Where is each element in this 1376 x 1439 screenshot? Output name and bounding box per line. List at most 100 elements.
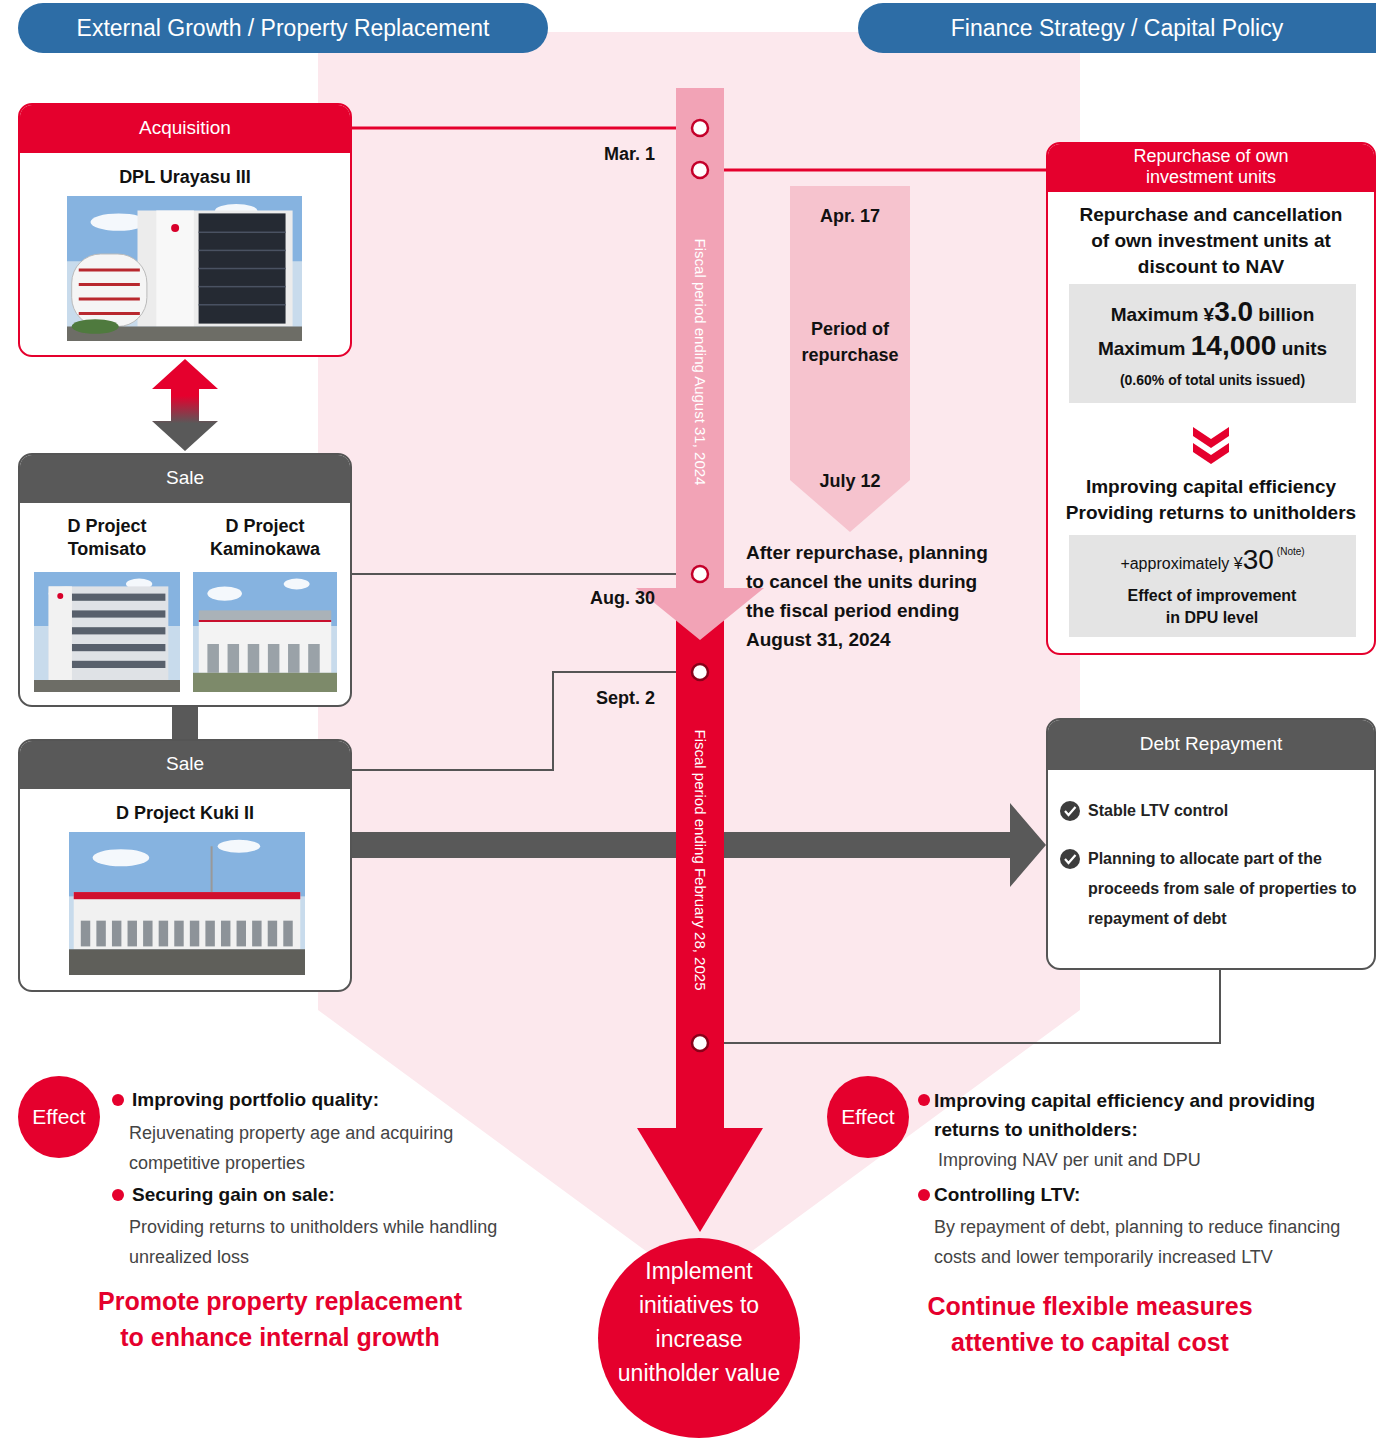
timeline-link (724, 970, 1220, 1043)
timeline-dot (692, 664, 708, 680)
property-name: DPL Urayasu III (20, 165, 350, 189)
box-heading: Acquisition (20, 116, 350, 140)
box-heading: Sale (20, 752, 350, 776)
limit-box: Maximum ¥3.0 billionMaximum 14,000 units… (1069, 284, 1356, 403)
timeline-dot (692, 1035, 708, 1051)
period-arrow-shape (790, 186, 910, 532)
header-text: Finance Strategy / Capital Policy (858, 14, 1376, 42)
repurchase-box: Repurchase of own investment unitsRepurc… (1046, 142, 1376, 655)
cloud (93, 849, 150, 866)
acquisition-box: AcquisitionDPL Urayasu III (18, 103, 352, 357)
repurchase-period-arrow: Apr. 17Period of repurchaseJuly 12 (790, 186, 910, 532)
header-text: External Growth / Property Replacement (18, 14, 548, 42)
effect-text: By repayment of debt, planning to reduce… (934, 1212, 1372, 1272)
effect-heading: Improving capital efficiency and providi… (934, 1086, 1372, 1144)
tree (72, 319, 119, 334)
effect-text: Improving NAV per unit and DPU (938, 1147, 1201, 1173)
cloud (218, 840, 260, 853)
door (96, 921, 105, 947)
check-icon (1060, 849, 1080, 869)
effect-heading: Improving portfolio quality: (132, 1088, 379, 1112)
floor-line (199, 286, 286, 288)
floor-line (199, 250, 286, 252)
effect-badge: Effect (18, 1076, 100, 1158)
floor-line (199, 232, 286, 234)
door (308, 644, 320, 673)
text-part: billion (1253, 304, 1314, 325)
door (112, 921, 121, 947)
timeline-period: Fiscal period ending February 28, 2025 (676, 595, 724, 1128)
door (174, 921, 183, 947)
dpu-effect: +approximately ¥30 (1120, 543, 1273, 581)
effect-heading: Securing gain on sale: (132, 1183, 335, 1207)
section-header: External Growth / Property Replacement (18, 3, 548, 53)
door (205, 921, 214, 947)
timeline-link (724, 169, 1046, 172)
check-item: Planning to allocate part of the proceed… (1088, 844, 1370, 934)
timeline-dot (692, 120, 708, 136)
ground (69, 949, 305, 975)
red-line (199, 620, 331, 622)
door (252, 921, 261, 947)
limit-units: Maximum 14,000 units (1069, 330, 1356, 365)
text-part: Maximum ¥ (1111, 304, 1214, 325)
chevron-down (1193, 427, 1229, 448)
text-part: units (1276, 338, 1327, 359)
text-part: 3.0 (1214, 296, 1253, 327)
note-text: After repurchase, planning to cancel the… (746, 538, 1001, 654)
photo (34, 572, 180, 692)
floor-line (199, 268, 286, 270)
debt-box: Debt RepaymentStable LTV controlPlanning… (1046, 718, 1376, 970)
replacement-arrow (152, 359, 218, 451)
date: Apr. 17 (790, 204, 910, 228)
cloud (207, 586, 242, 600)
sky (193, 572, 337, 692)
logo (171, 224, 179, 232)
check-mark (1065, 807, 1076, 815)
roof (199, 610, 331, 620)
bullet (112, 1189, 124, 1201)
timeline-link (352, 127, 676, 130)
date: July 12 (790, 470, 910, 492)
badge-text: Effect (827, 1104, 909, 1130)
door (159, 921, 168, 947)
goal-text: Implement initiatives to increase unitho… (604, 1254, 794, 1390)
date-label: Mar. 1 (560, 142, 655, 166)
effect-box: +approximately ¥30(Note)Effect of improv… (1069, 535, 1356, 637)
timeline-period: Fiscal period ending August 31, 2024 (676, 88, 724, 588)
sale-link-bar (172, 707, 198, 739)
check-icon (1060, 801, 1080, 821)
effect-badge: Effect (827, 1076, 909, 1158)
text-part: 14,000 (1191, 330, 1277, 361)
photo (69, 832, 305, 975)
badge-text: Effect (18, 1104, 100, 1130)
sale-box: SaleD Project TomisatoD Project Kaminoka… (18, 453, 352, 707)
text-part: Maximum (1098, 338, 1191, 359)
conclusion: Promote property replacement to enhance … (90, 1283, 470, 1355)
ramp-stripe (79, 312, 140, 315)
ground (193, 673, 337, 692)
door (128, 921, 137, 947)
timeline-bar (636, 88, 764, 640)
timeline-dot (692, 162, 708, 178)
ramp-stripe (79, 269, 140, 272)
check-item: Stable LTV control (1088, 800, 1368, 822)
ramp-stripe (79, 283, 140, 286)
effect-text: Providing returns to unitholders while h… (129, 1212, 539, 1272)
red-band (74, 892, 301, 899)
door (248, 644, 260, 673)
ramp (72, 254, 147, 327)
property-name: D Project Kuki II (20, 801, 350, 825)
photo (67, 196, 302, 341)
ramp-stripe (79, 298, 140, 301)
timeline-link (352, 573, 676, 575)
text-part: +approximately ¥ (1120, 555, 1242, 572)
timeline-link (352, 672, 676, 770)
door (283, 921, 292, 947)
door (207, 644, 219, 673)
sale-box: Sale D Project Kuki II (18, 739, 352, 992)
sky (34, 572, 180, 692)
box-heading: Sale (20, 466, 350, 490)
date-label: Sept. 2 (560, 686, 655, 710)
bullet (918, 1189, 930, 1201)
